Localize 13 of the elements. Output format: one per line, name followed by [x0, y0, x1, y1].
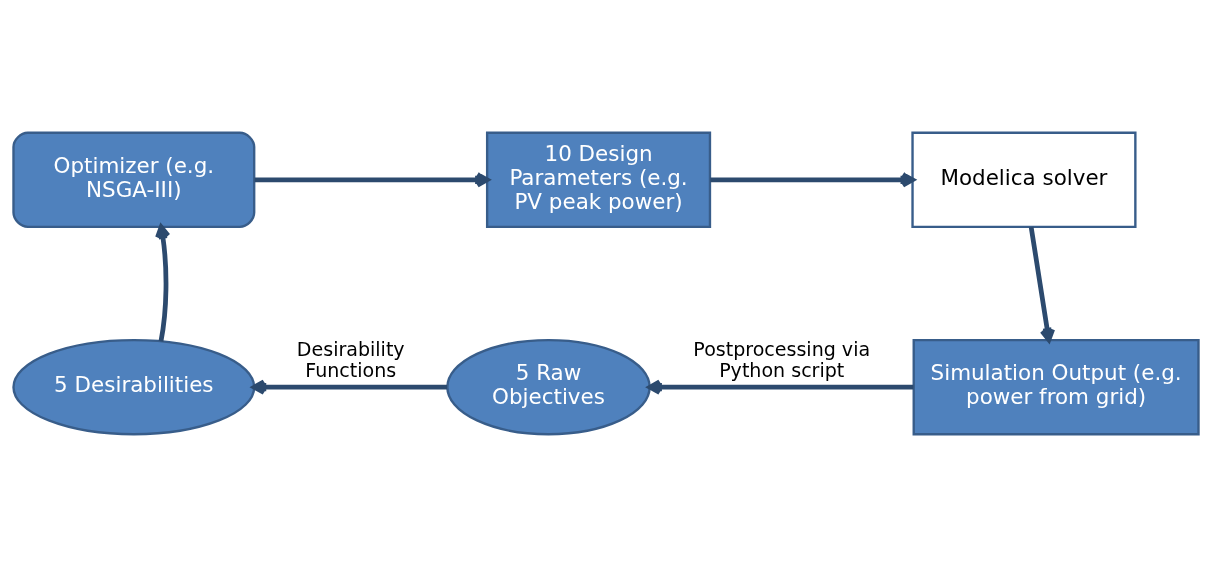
- node-box: 10 Design Parameters (e.g. PV peak power): [485, 131, 712, 228]
- edge-label: Desirability Functions: [296, 337, 405, 381]
- node-box: Simulation Output (e.g. power from grid): [912, 338, 1200, 435]
- node-ellipse: 5 Desirabilities: [12, 338, 256, 435]
- edge-label: Postprocessing via Python script: [693, 337, 871, 381]
- arrow: [254, 171, 490, 188]
- arrow: [251, 378, 447, 395]
- node-box: Modelica solver: [911, 131, 1137, 228]
- arrow: [1028, 226, 1056, 342]
- node-ellipse: 5 Raw Objectives: [446, 338, 651, 435]
- arrow: [647, 378, 914, 395]
- arrow: [155, 224, 171, 342]
- node-box: Optimizer (e.g. NSGA-III): [12, 131, 256, 228]
